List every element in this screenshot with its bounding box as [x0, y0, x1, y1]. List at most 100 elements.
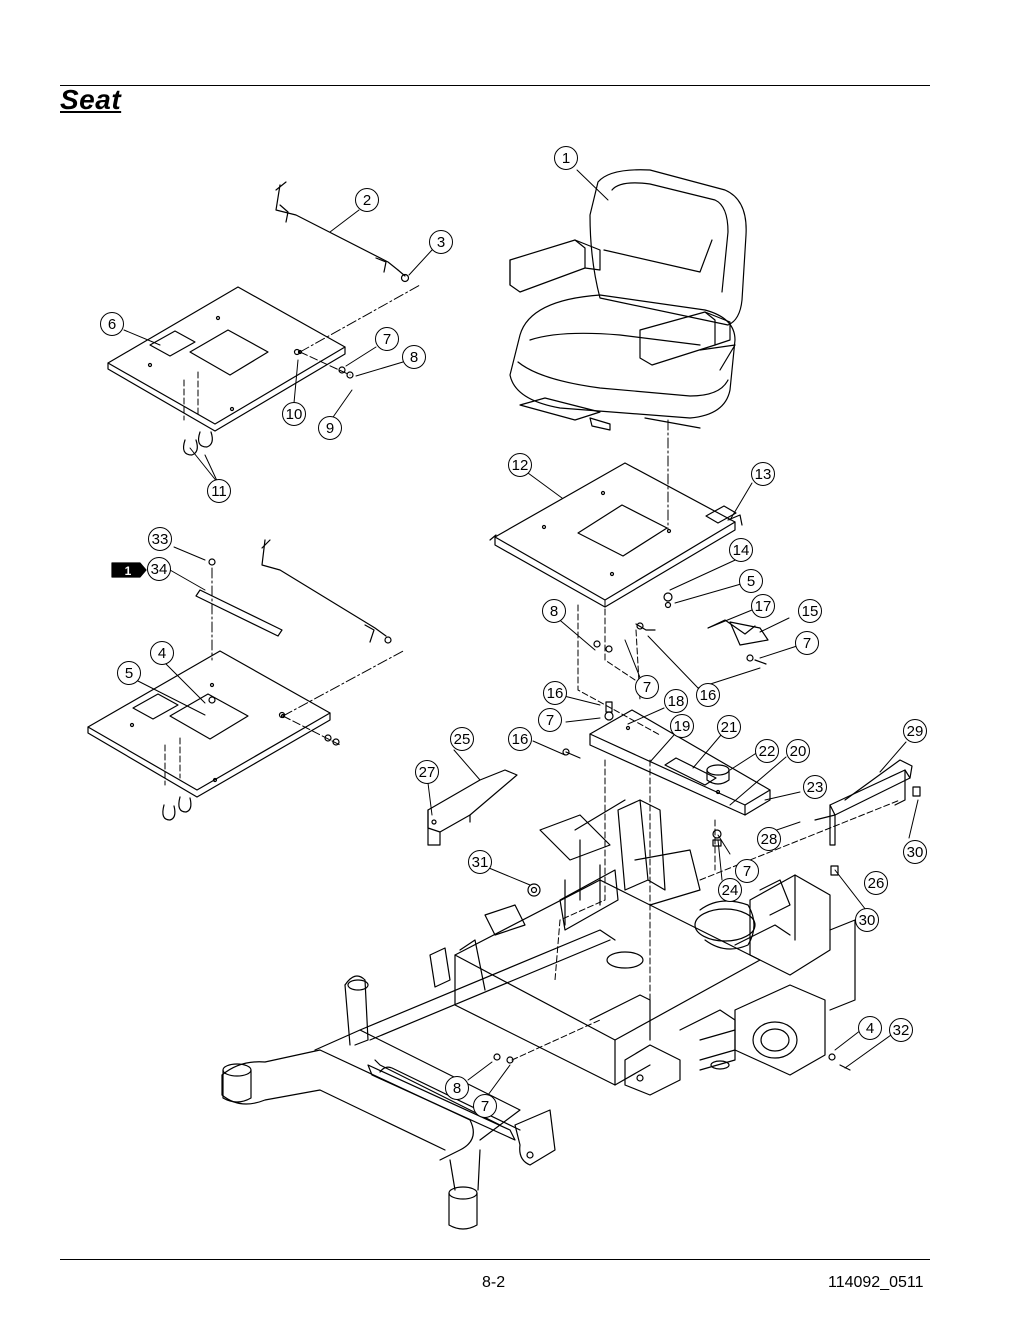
callout-circle: [795, 631, 819, 655]
callout-label: 34: [151, 561, 168, 578]
callout-c25: 25: [450, 727, 474, 751]
callout-label: 9: [326, 420, 334, 437]
callout-circle: [903, 840, 927, 864]
callout-circle: [100, 312, 124, 336]
callout-c2: 2: [355, 188, 379, 212]
header-rule: [60, 85, 930, 86]
callout-label: 18: [668, 693, 685, 710]
callout-label: 13: [755, 466, 772, 483]
callout-circle: [468, 850, 492, 874]
side-cover-right: [814, 759, 921, 846]
callout-c24: 24: [718, 878, 742, 902]
callout-circle: [543, 681, 567, 705]
callout-c30b: 30: [855, 908, 879, 932]
callout-circle: [445, 1076, 469, 1100]
callout-c21: 21: [717, 715, 741, 739]
callout-circle: [803, 775, 827, 799]
callout-c14: 14: [729, 538, 753, 562]
callout-circle: [864, 871, 888, 895]
callout-c9: 9: [318, 416, 342, 440]
callout-c23: 23: [803, 775, 827, 799]
callout-label: 24: [722, 882, 739, 899]
note-flag-label: 1: [125, 564, 132, 578]
callout-label: 30: [907, 844, 924, 861]
callout-circle: [554, 146, 578, 170]
callout-c7d: 7: [538, 708, 562, 732]
callout-c16c: 16: [508, 727, 532, 751]
callout-label: 11: [211, 483, 227, 500]
callout-circle: [858, 1016, 882, 1040]
callout-label: 10: [286, 406, 303, 423]
callout-circle: [538, 708, 562, 732]
callout-label: 16: [547, 685, 564, 702]
callout-c15: 15: [798, 599, 822, 623]
callout-circle: [450, 727, 474, 751]
callout-c30a: 30: [903, 840, 927, 864]
callout-label: 20: [790, 743, 807, 760]
callout-label: 25: [454, 731, 471, 748]
seat-mount-bracket: [589, 709, 771, 816]
callout-label: 7: [743, 863, 751, 880]
callout-circle: [117, 661, 141, 685]
callout-circle: [889, 1018, 913, 1042]
callout-circle: [903, 719, 927, 743]
seat-pan-midleft: [87, 539, 406, 821]
note-flag: 1: [111, 562, 147, 578]
callout-circle: [355, 188, 379, 212]
callout-circle: [402, 345, 426, 369]
document-code: 114092_0511: [828, 1274, 924, 1291]
callout-label: 17: [755, 598, 772, 615]
callout-label: 8: [453, 1080, 461, 1097]
callout-label: 28: [761, 831, 778, 848]
callout-circle: [696, 683, 720, 707]
callout-c4a: 4: [150, 641, 174, 665]
callout-circle: [718, 878, 742, 902]
callout-circle: [207, 479, 231, 503]
callout-label: 8: [550, 603, 558, 620]
callout-label: 8: [410, 349, 418, 366]
callout-c5b: 5: [117, 661, 141, 685]
callout-c8a: 8: [402, 345, 426, 369]
callout-c12: 12: [508, 453, 532, 477]
callout-c4b: 4: [858, 1016, 882, 1040]
callout-label: 4: [866, 1020, 874, 1037]
callout-label: 12: [512, 457, 529, 474]
callout-circle: [635, 675, 659, 699]
seat-pan-cutout: [577, 504, 668, 557]
callout-circle: [755, 739, 779, 763]
callout-label: 14: [733, 542, 750, 559]
callout-label: 7: [803, 635, 811, 652]
callout-c8b: 8: [542, 599, 566, 623]
callout-label: 16: [512, 731, 529, 748]
callout-circle: [855, 908, 879, 932]
callout-c32: 32: [889, 1018, 913, 1042]
callout-circle: [508, 453, 532, 477]
mower-frame: [221, 799, 856, 1230]
callout-label: 6: [108, 316, 116, 333]
hardware: [208, 273, 851, 1071]
callout-c18: 18: [664, 689, 688, 713]
callout-label: 5: [747, 573, 755, 590]
callout-label: 3: [437, 234, 445, 251]
callout-c13: 13: [751, 462, 775, 486]
callout-circle: [729, 538, 753, 562]
callout-label: 27: [419, 764, 436, 781]
callout-label: 7: [546, 712, 554, 729]
callout-circle: [739, 569, 763, 593]
callout-label: 29: [907, 723, 924, 740]
callout-label: 4: [158, 645, 166, 662]
callout-c7f: 7: [473, 1094, 497, 1118]
callout-c34: 34: [147, 557, 171, 581]
callout-label: 21: [721, 719, 738, 736]
callout-circle: [751, 594, 775, 618]
callout-c16a: 16: [696, 683, 720, 707]
callout-circle: [147, 557, 171, 581]
callout-circle: [150, 641, 174, 665]
callout-c20: 20: [786, 739, 810, 763]
side-cover-left: [427, 769, 518, 846]
leader-lines: [123, 169, 919, 1096]
callout-circle: [670, 714, 694, 738]
callout-circle: [415, 760, 439, 784]
callout-label: 31: [472, 854, 489, 871]
